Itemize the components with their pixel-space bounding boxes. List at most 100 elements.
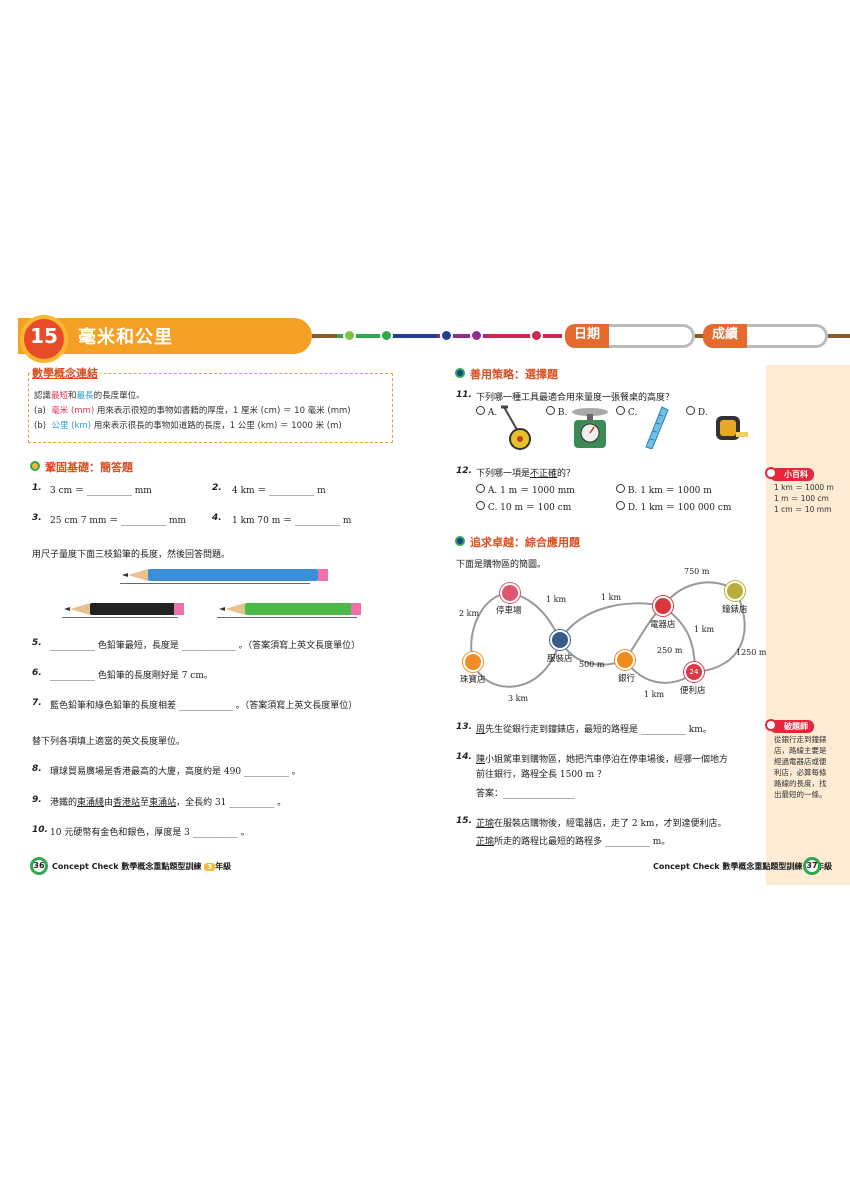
map-intro: 下面是購物區的簡圖。 xyxy=(456,560,547,570)
section-mc-title: 善用策略：選擇題 xyxy=(470,368,558,381)
pencil-instruction: 用尺子量度下面三枝鉛筆的長度，然後回答問題。 xyxy=(32,550,231,560)
distance-label: 2 km xyxy=(459,609,480,618)
distance-label: 1 km xyxy=(601,593,622,602)
question-number: 12. xyxy=(456,466,472,476)
lesson-number-badge xyxy=(20,315,68,363)
q11-option-c[interactable]: C. xyxy=(616,406,637,418)
question-number: 4. xyxy=(212,513,222,523)
page-number-left: 36 xyxy=(30,857,48,875)
question-8-text[interactable]: 環球貿易廣場是香港最高的大廈，高度約是 490 __________ 。 xyxy=(50,767,301,777)
section-bullet-icon xyxy=(455,368,465,378)
distance-label: 1250 m xyxy=(736,648,767,657)
concept-item-a: (a) 毫米 (mm) 用來表示很短的事物如書籍的厚度，1 厘米 (cm) ＝ … xyxy=(34,406,351,416)
question-number: 2. xyxy=(212,483,222,493)
question-1-text[interactable]: 3 cm ＝ __________ mm xyxy=(50,486,152,496)
question-11-text: 下列哪一種工具最適合用來量度一張餐桌的高度？ xyxy=(476,393,675,403)
question-number: 13. xyxy=(456,722,472,732)
concept-item-b: (b) 公里 (km) 用來表示很長的事物如道路的長度，1 公里 (km) ＝ … xyxy=(34,421,342,431)
question-number: 11. xyxy=(456,390,472,400)
header-divider xyxy=(828,334,850,338)
question-number: 9. xyxy=(32,795,42,805)
question-number: 6. xyxy=(32,668,42,678)
ruler-tool-icon xyxy=(645,406,669,449)
map-label-watch: 鐘錶店 xyxy=(722,605,748,615)
compass-icon xyxy=(440,329,453,342)
clock-icon xyxy=(343,329,356,342)
measurement-line xyxy=(62,617,178,621)
section-bullet-icon xyxy=(455,536,465,546)
question-number: 7. xyxy=(32,698,42,708)
q12-option-c[interactable]: C. 10 m ＝ 100 cm xyxy=(476,500,571,513)
distance-label: 1 km xyxy=(546,595,567,604)
lesson-number: 15 xyxy=(30,324,58,348)
section-basic-title: 鞏固基礎：簡答題 xyxy=(45,461,133,474)
q11-option-d[interactable]: D. xyxy=(686,406,708,418)
ruler-icon xyxy=(380,329,393,342)
question-number: 14. xyxy=(456,752,472,762)
question-12-text: 下列哪一項是不正確的？ xyxy=(476,469,576,479)
distance-label: 1 km xyxy=(694,625,715,634)
lesson-title: 毫米和公里 xyxy=(78,327,173,348)
question-14-answer[interactable]: 答案：________________ xyxy=(476,789,576,799)
section-bullet-icon xyxy=(30,461,40,471)
q11-option-b[interactable]: B. xyxy=(546,406,567,418)
question-10-text[interactable]: 10 元硬幣有金色和銀色，厚度是 3 __________ 。 xyxy=(50,828,250,838)
q12-option-b[interactable]: B. 1 km ＝ 1000 m xyxy=(616,483,712,496)
arrow-icon xyxy=(765,467,777,479)
tape-measure-icon xyxy=(716,416,748,440)
page-number-right: 37 xyxy=(803,857,821,875)
measurement-line xyxy=(120,583,310,587)
distance-label: 750 m xyxy=(684,567,710,576)
question-13-text[interactable]: 周先生從銀行走到鐘錶店，最短的路程是 __________ km。 xyxy=(476,725,712,735)
tip1-tag: 小百科 xyxy=(770,468,814,481)
concept-intro: 認識最短和最長的長度單位。 xyxy=(34,391,145,401)
question-14-text: 陳小姐駕車到購物區，她把汽車停泊在停車場後，經哪一個地方 xyxy=(476,755,729,765)
question-number: 5. xyxy=(32,638,42,648)
blue-pencil xyxy=(120,569,328,581)
question-15-text-line2[interactable]: 芷瑜所走的路程比最短的路程多 __________ m。 xyxy=(476,837,671,847)
question-number: 1. xyxy=(32,483,42,493)
map-label-bank: 銀行 xyxy=(618,674,636,684)
question-3-text[interactable]: 25 cm 7 mm ＝ __________ mm xyxy=(50,516,187,526)
green-pencil xyxy=(217,603,361,615)
electric-icon xyxy=(653,596,673,616)
cube-icon xyxy=(530,329,543,342)
weighing-scale-icon xyxy=(572,408,608,448)
distance-label: 3 km xyxy=(508,694,529,703)
question-number: 15. xyxy=(456,816,472,826)
question-14-text-line2: 前往銀行，路程全長 1500 m ？ xyxy=(476,770,607,780)
map-label-electric: 電器店 xyxy=(650,620,676,630)
map-label-parking: 停車場 xyxy=(496,606,522,616)
jewelry-icon xyxy=(463,652,483,672)
q11-option-a[interactable]: A. xyxy=(476,406,497,418)
question-number: 8. xyxy=(32,764,42,774)
question-number: 3. xyxy=(32,513,42,523)
watch-icon xyxy=(725,581,745,601)
map-label-store: 便利店 xyxy=(680,686,706,696)
bank-icon xyxy=(615,650,635,670)
q12-option-a[interactable]: A. 1 m ＝ 1000 mm xyxy=(476,483,575,496)
concept-tag: 數學概念連結 xyxy=(30,365,100,381)
distance-label: 1 km xyxy=(644,690,665,699)
q12-option-d[interactable]: D. 1 km ＝ 100 000 cm xyxy=(616,500,731,513)
question-5-text[interactable]: __________ 色鉛筆最短，長度是 ____________ 。（答案須寫… xyxy=(50,641,361,651)
question-9-text[interactable]: 港鐵的東涌綫由香港站至東涌站，全長約 31 __________ 。 xyxy=(50,798,287,808)
measurement-line xyxy=(217,617,357,621)
header-divider xyxy=(695,334,703,338)
question-15-text: 芷瑜在服裝店購物後，經電器店，走了 2 km，才到達便利店。 xyxy=(476,819,727,829)
question-6-text[interactable]: __________ 色鉛筆的長度剛好是 7 cm。 xyxy=(50,671,213,681)
concept-box xyxy=(28,373,393,443)
calculator-icon xyxy=(470,329,483,342)
unit-instruction: 替下列各項填上適當的英文長度單位。 xyxy=(32,737,186,747)
map-label-jewelry: 珠寶店 xyxy=(460,675,486,685)
parking-icon xyxy=(500,583,520,603)
section-app-title: 追求卓越：綜合應用題 xyxy=(470,536,580,549)
tip2-text: 從銀行走到鐘錶 店，路線主要是 經過電器店或便 利店，必算每條 路線的長度，找 … xyxy=(774,735,827,799)
clothes-icon xyxy=(550,630,570,650)
question-7-text[interactable]: 藍色鉛筆和綠色鉛筆的長度相差 ____________ 。（答案須寫上英文長度單… xyxy=(50,701,358,711)
question-2-text[interactable]: 4 km ＝ __________ m xyxy=(232,486,326,496)
question-number: 10. xyxy=(32,825,48,835)
arrow-icon xyxy=(765,719,777,731)
question-4-text[interactable]: 1 km 70 m ＝ __________ m xyxy=(232,516,352,526)
